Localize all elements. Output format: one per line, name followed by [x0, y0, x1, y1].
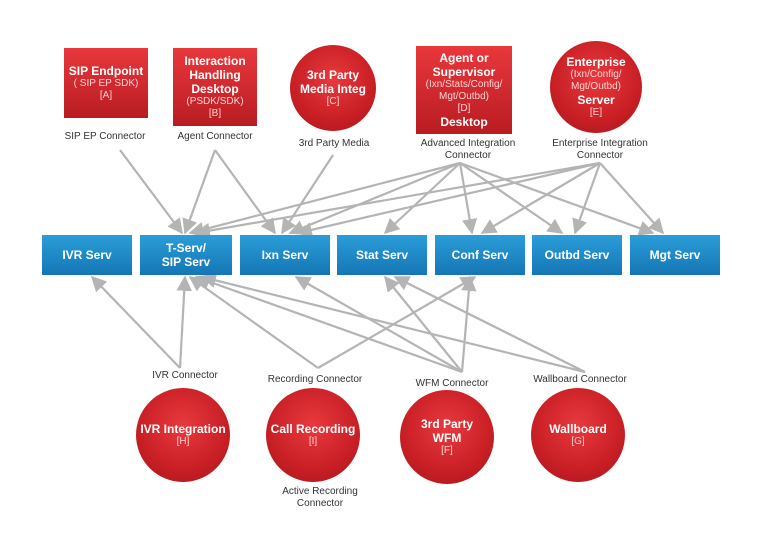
agent-desktop-sub1: (Ixn/Stats/Config/ [425, 79, 503, 90]
mgt-serv-box: Mgt Serv [630, 235, 720, 275]
interaction-desktop-id: [B] [208, 108, 222, 119]
link-adv-to-outbd [459, 162, 564, 234]
agent-desktop-title3: Desktop [440, 115, 488, 129]
link-ent-to-ixn [296, 161, 601, 238]
sip-endpoint-id: [A] [99, 90, 113, 101]
link-wfm-to-stat [384, 275, 463, 373]
wallboard-title: Wallboard [549, 422, 607, 436]
link-wfm-to-tserv [194, 274, 463, 374]
third-party-media-node: 3rd Party Media Integ [C] [290, 45, 376, 131]
enterprise-server-node: Enterprise (Ixn/Config/ Mgt/Outbd) Serve… [550, 41, 642, 133]
sip-endpoint-node: SIP Endpoint ( SIP EP SDK) [A] [64, 48, 148, 118]
link-wfm-to-ixn [294, 276, 463, 373]
link-ent-to-outbd [572, 162, 602, 235]
sip-ep-connector-label: SIP EP Connector [64, 131, 146, 142]
wfm-connector-label: WFM Connector [415, 378, 489, 389]
link-wfm-to-conf [460, 275, 477, 373]
link-wall-to-tserv [200, 272, 586, 374]
enterprise-server-sub1: (Ixn/Config/ [570, 69, 622, 80]
advanced-connector-line2: Connector [444, 150, 492, 161]
link-adv-to-ixn [288, 161, 461, 235]
third-party-media-label: 3rd Party Media [298, 138, 370, 149]
interaction-desktop-sub: (PSDK/SDK) [186, 96, 244, 107]
third-party-wfm-id: [F] [441, 445, 453, 456]
interaction-desktop-title1: Interaction [184, 54, 246, 68]
third-party-media-id: [C] [326, 96, 340, 107]
link-ent-to-mgt [599, 162, 665, 235]
sip-endpoint-title: SIP Endpoint [68, 64, 144, 78]
agent-desktop-node: Agent or Supervisor (Ixn/Stats/Config/ M… [416, 46, 512, 134]
enterprise-server-title2: Server [577, 93, 615, 107]
link-agent-to-ixn [214, 149, 276, 235]
third-party-wfm-title2: WFM [432, 431, 462, 445]
link-adv-to-mgt [459, 161, 655, 236]
conf-serv-box: Conf Serv [435, 235, 525, 275]
ixn-serv-box: Ixn Serv [240, 235, 330, 275]
third-party-wfm-title1: 3rd Party [420, 417, 474, 431]
wallboard-node: Wallboard [G] [531, 388, 625, 482]
wallboard-id: [G] [571, 436, 585, 447]
agent-desktop-id: [D] [457, 103, 471, 114]
advanced-connector-line1: Advanced Integration [420, 138, 516, 149]
enterprise-connector-label: Enterprise Integration Connector [552, 138, 648, 162]
agent-desktop-title2: Supervisor [432, 65, 496, 79]
interaction-desktop-node: Interaction Handling Desktop (PSDK/SDK) … [173, 48, 257, 126]
link-agent-to-tserv [182, 149, 217, 235]
ivr-serv-box: IVR Serv [42, 235, 132, 275]
third-party-wfm-node: 3rd Party WFM [F] [400, 390, 494, 484]
active-recording-connector-label: Active Recording Connector [282, 486, 358, 510]
link-media-to-ixn [281, 154, 334, 235]
link-adv-to-stat [383, 162, 461, 235]
link-rec-to-conf [317, 276, 477, 369]
recording-connector-label: Recording Connector [267, 374, 363, 385]
enterprise-server-id: [E] [589, 107, 603, 118]
link-rec-to-tserv [188, 276, 319, 369]
tserv-line2: SIP Serv [161, 255, 211, 269]
ivr-integration-node: IVR Integration [H] [136, 388, 230, 482]
tserv-line1: T-Serv/ [165, 241, 207, 255]
ivr-connector-label: IVR Connector [152, 370, 218, 381]
call-recording-id: [I] [308, 436, 318, 447]
agent-desktop-title1: Agent or [439, 51, 489, 65]
ivr-integration-title: IVR Integration [140, 422, 226, 436]
sip-endpoint-sub: ( SIP EP SDK) [73, 78, 139, 89]
third-party-media-title1: 3rd Party [306, 68, 360, 82]
third-party-media-title2: Media Integ [299, 82, 366, 96]
stat-serv-box: Stat Serv [337, 235, 427, 275]
link-ivr-to-ivrserv [90, 275, 181, 369]
enterprise-server-sub2: Mgt/Outbd) [570, 81, 622, 92]
link-adv-to-conf [458, 162, 478, 235]
agent-desktop-sub2: Mgt/Outbd) [438, 91, 490, 102]
outbd-serv-box: Outbd Serv [532, 235, 622, 275]
link-adv-to-tserv [188, 161, 461, 237]
link-ent-to-tserv [194, 161, 601, 239]
active-recording-line1: Active Recording [282, 486, 358, 497]
link-ent-to-conf [480, 162, 601, 234]
enterprise-connector-line1: Enterprise Integration [552, 138, 648, 149]
link-ivr-to-tserv [176, 275, 192, 369]
call-recording-node: Call Recording [I] [266, 388, 360, 482]
enterprise-server-title1: Enterprise [566, 55, 626, 69]
active-recording-line2: Connector [296, 498, 344, 509]
link-sip-to-tserv [119, 149, 183, 235]
tserv-box: T-Serv/ SIP Serv [140, 235, 232, 275]
link-wall-to-stat [393, 276, 586, 373]
advanced-connector-label: Advanced Integration Connector [421, 138, 516, 162]
ivr-integration-id: [H] [176, 436, 190, 447]
wallboard-connector-label: Wallboard Connector [533, 374, 627, 385]
interaction-desktop-title3: Desktop [191, 82, 239, 96]
agent-connector-label: Agent Connector [177, 131, 253, 142]
interaction-desktop-title2: Handling [189, 68, 241, 82]
call-recording-title: Call Recording [270, 422, 356, 436]
enterprise-connector-line2: Connector [576, 150, 624, 161]
